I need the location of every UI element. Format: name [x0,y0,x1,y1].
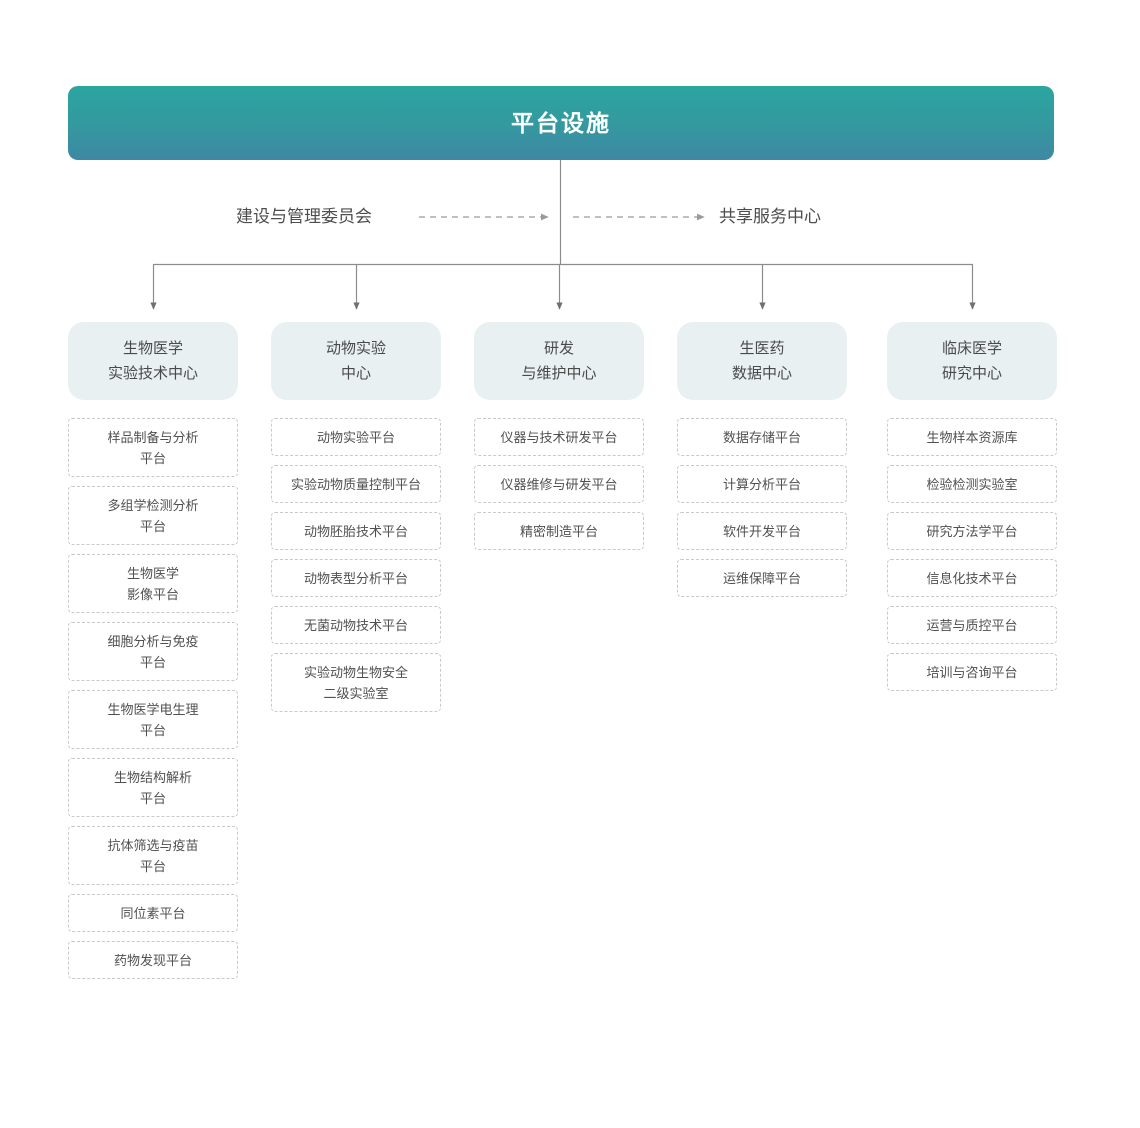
platform-item-line-1: 生物样本资源库 [926,429,1018,445]
center-box-line-1: 临床医学 [941,340,1002,357]
platform-item[interactable]: 精密制造平台 [474,512,644,550]
platform-item[interactable]: 运维保障平台 [677,559,847,597]
platform-item-line-1: 信息化技术平台 [926,570,1018,586]
platform-item[interactable]: 动物表型分析平台 [271,559,441,597]
platform-item-line-1: 动物实验平台 [316,429,395,445]
platform-item-line-1: 研究方法学平台 [926,523,1018,539]
platform-item-line-1: 计算分析平台 [722,476,801,492]
platform-item-line-1: 实验动物生物安全 [303,664,408,680]
platform-item[interactable]: 培训与咨询平台 [887,653,1057,691]
center-box-biomedical-experimental-technology[interactable]: 生物医学 实验技术中心 [68,322,238,400]
platform-item-line-1: 实验动物质量控制平台 [290,476,421,492]
platform-item[interactable]: 抗体筛选与疫苗平台 [68,826,238,885]
platform-item[interactable]: 动物实验平台 [271,418,441,456]
center-box-animal-experiment[interactable]: 动物实验 中心 [271,322,441,400]
item-column-4: 数据存储平台计算分析平台软件开发平台运维保障平台 [677,418,847,597]
platform-item-line-1: 生物医学电生理 [107,701,199,717]
platform-item-line-2: 平台 [139,450,166,466]
platform-item-line-1: 抗体筛选与疫苗 [107,837,199,853]
label-shared-service-center: 共享服务中心 [719,207,821,226]
label-construction-management-committee: 建设与管理委员会 [236,207,372,226]
platform-item-line-1: 精密制造平台 [519,523,598,539]
center-box-line-2: 实验技术中心 [107,365,198,382]
center-box-rd-and-maintenance[interactable]: 研发 与维护中心 [474,322,644,400]
root-title: 平台设施 [511,109,611,136]
platform-item[interactable]: 细胞分析与免疫平台 [68,622,238,681]
platform-item-line-1: 检验检测实验室 [926,476,1018,492]
platform-item[interactable]: 药物发现平台 [68,941,238,979]
platform-item-line-1: 动物表型分析平台 [303,570,408,586]
platform-item[interactable]: 实验动物生物安全二级实验室 [271,653,441,712]
platform-item[interactable]: 生物医学电生理平台 [68,690,238,749]
platform-item[interactable]: 信息化技术平台 [887,559,1057,597]
center-box-line-2: 数据中心 [731,365,792,382]
center-box-line-2: 与维护中心 [521,365,597,382]
platform-item-line-2: 影像平台 [126,586,179,602]
center-box-line-1: 动物实验 [325,340,386,357]
platform-item[interactable]: 数据存储平台 [677,418,847,456]
platform-item-line-1: 仪器维修与研发平台 [500,476,618,492]
platform-item-line-1: 生物医学 [126,565,179,581]
platform-item-line-2: 平台 [139,518,166,534]
platform-item[interactable]: 研究方法学平台 [887,512,1057,550]
platform-item-line-1: 样品制备与分析 [107,429,199,445]
platform-item-line-1: 无菌动物技术平台 [303,617,408,633]
platform-item-line-1: 多组学检测分析 [107,497,199,513]
platform-item[interactable]: 多组学检测分析平台 [68,486,238,545]
platform-item[interactable]: 生物样本资源库 [887,418,1057,456]
item-column-1: 样品制备与分析平台多组学检测分析平台生物医学影像平台细胞分析与免疫平台生物医学电… [68,418,238,979]
platform-item[interactable]: 实验动物质量控制平台 [271,465,441,503]
platform-item-line-1: 细胞分析与免疫 [107,633,199,649]
platform-item[interactable]: 检验检测实验室 [887,465,1057,503]
platform-item[interactable]: 生物结构解析平台 [68,758,238,817]
platform-item[interactable]: 运营与质控平台 [887,606,1057,644]
platform-item-line-1: 生物结构解析 [113,769,192,785]
item-column-5: 生物样本资源库检验检测实验室研究方法学平台信息化技术平台运营与质控平台培训与咨询… [887,418,1057,691]
platform-item-line-1: 运营与质控平台 [926,617,1018,633]
platform-item[interactable]: 仪器与技术研发平台 [474,418,644,456]
platform-item[interactable]: 同位素平台 [68,894,238,932]
platform-item[interactable]: 计算分析平台 [677,465,847,503]
center-box-line-2: 中心 [340,365,371,382]
center-box-line-1: 研发 [543,340,574,357]
platform-item-line-1: 同位素平台 [120,905,186,921]
platform-item-line-1: 动物胚胎技术平台 [303,523,408,539]
root-banner: 平台设施 [68,86,1054,160]
platform-item[interactable]: 动物胚胎技术平台 [271,512,441,550]
platform-item[interactable]: 无菌动物技术平台 [271,606,441,644]
platform-item-line-1: 数据存储平台 [722,429,801,445]
platform-item[interactable]: 软件开发平台 [677,512,847,550]
center-box-line-1: 生物医学 [122,340,183,357]
platform-item-line-2: 平台 [139,858,166,874]
platform-item-line-1: 运维保障平台 [722,570,801,586]
center-box-line-2: 研究中心 [941,365,1002,382]
platform-item-line-1: 培训与咨询平台 [926,664,1018,680]
item-column-3: 仪器与技术研发平台仪器维修与研发平台精密制造平台 [474,418,644,550]
platform-item-line-2: 平台 [139,722,166,738]
platform-item-line-2: 二级实验室 [323,685,389,701]
item-column-2: 动物实验平台实验动物质量控制平台动物胚胎技术平台动物表型分析平台无菌动物技术平台… [271,418,441,712]
platform-item-line-1: 软件开发平台 [722,523,801,539]
platform-item[interactable]: 生物医学影像平台 [68,554,238,613]
platform-item-line-2: 平台 [139,790,166,806]
platform-item[interactable]: 仪器维修与研发平台 [474,465,644,503]
center-box-clinical-medicine-research[interactable]: 临床医学 研究中心 [887,322,1057,400]
platform-item-line-2: 平台 [139,654,166,670]
platform-item-line-1: 药物发现平台 [113,952,192,968]
center-box-biomedicine-data[interactable]: 生医药 数据中心 [677,322,847,400]
platform-item[interactable]: 样品制备与分析平台 [68,418,238,477]
platform-item-line-1: 仪器与技术研发平台 [500,429,618,445]
center-box-line-1: 生医药 [739,340,785,357]
